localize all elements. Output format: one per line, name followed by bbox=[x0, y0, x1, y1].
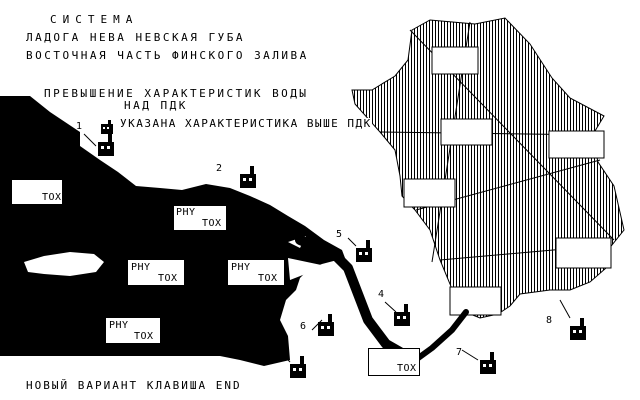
neva-river bbox=[295, 235, 469, 367]
station-8-number: 8 bbox=[546, 315, 553, 326]
station-4-number: 4 bbox=[378, 289, 385, 300]
subtitle-line1: ПРЕВЫШЕНИЕ ХАРАКТЕРИСТИК ВОДЫ bbox=[44, 87, 309, 100]
station-3-number: 3 bbox=[280, 337, 287, 348]
station-7-icon[interactable] bbox=[478, 352, 498, 374]
station-3-icon[interactable] bbox=[288, 356, 308, 378]
ladoga-box-3 bbox=[548, 130, 605, 159]
station-5-icon[interactable] bbox=[354, 240, 374, 262]
station-1-icon[interactable] bbox=[96, 134, 116, 156]
ladoga-box-2 bbox=[440, 118, 493, 146]
kotlin-island bbox=[24, 252, 104, 276]
ladoga-box-1 bbox=[431, 46, 479, 75]
label-gulf-west: TOX bbox=[12, 180, 62, 204]
label-neva: TOX bbox=[368, 348, 420, 376]
station-6-icon[interactable] bbox=[316, 314, 336, 336]
label-phy: PHY bbox=[131, 262, 151, 273]
lake-ladoga bbox=[351, 17, 625, 319]
label-phy: PHY bbox=[109, 320, 129, 331]
label-gulf-2: PHY TOX bbox=[174, 206, 226, 230]
label-tox: TOX bbox=[397, 363, 417, 374]
station-2-icon[interactable] bbox=[238, 166, 258, 188]
station-6-number: 6 bbox=[300, 321, 307, 332]
label-tox: TOX bbox=[202, 218, 222, 229]
label-tox: TOX bbox=[158, 273, 178, 284]
station-7-number: 7 bbox=[456, 347, 463, 358]
legend-text: УКАЗАНА ХАРАКТЕРИСТИКА ВЫШЕ ПДК bbox=[120, 117, 372, 130]
header-system: СИСТЕМА bbox=[50, 13, 139, 26]
station-1-number: 1 bbox=[76, 121, 83, 132]
subtitle-line2: НАД ПДК bbox=[124, 99, 188, 112]
label-gulf-4: PHY TOX bbox=[228, 260, 284, 285]
ladoga-box-6 bbox=[449, 286, 502, 316]
label-tox: TOX bbox=[134, 331, 154, 342]
header-gulf: ВОСТОЧНАЯ ЧАСТЬ ФИНСКОГО ЗАЛИВА bbox=[26, 49, 309, 62]
station-5-number: 5 bbox=[336, 229, 343, 240]
label-gulf-5: PHY TOX bbox=[106, 318, 160, 343]
label-gulf-3: PHY TOX bbox=[128, 260, 184, 285]
label-tox: TOX bbox=[42, 192, 62, 203]
header-region: ЛАДОГА НЕВА НЕВСКАЯ ГУБА bbox=[26, 31, 245, 44]
legend-icon bbox=[100, 120, 114, 134]
label-tox: TOX bbox=[258, 273, 278, 284]
ladoga-box-4 bbox=[403, 178, 456, 208]
gulf-of-finland bbox=[0, 96, 345, 366]
footer-hint: НОВЫЙ ВАРИАНТ КЛАВИША END bbox=[26, 379, 242, 392]
label-phy: PHY bbox=[176, 207, 196, 218]
station-2-number: 2 bbox=[216, 163, 223, 174]
label-phy: PHY bbox=[231, 262, 251, 273]
station-4-icon[interactable] bbox=[392, 304, 412, 326]
ladoga-box-5 bbox=[555, 237, 612, 269]
station-leaders bbox=[83, 133, 571, 363]
neva-delta-2 bbox=[288, 258, 326, 280]
station-8-icon[interactable] bbox=[568, 318, 588, 340]
